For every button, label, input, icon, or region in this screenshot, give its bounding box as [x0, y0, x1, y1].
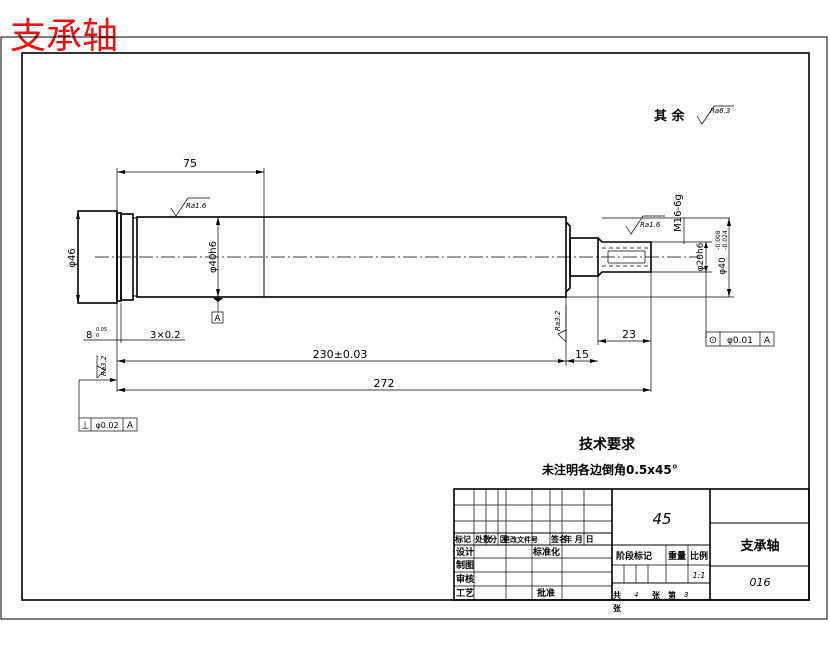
dim-23: 23 — [597, 272, 652, 392]
scale-value: 1:1 — [693, 571, 706, 580]
svg-text:Ra6.3: Ra6.3 — [710, 107, 730, 115]
svg-text:φ0.01: φ0.01 — [727, 336, 753, 346]
svg-text:⊙: ⊙ — [709, 335, 717, 346]
dim-dia-40-tol: φ40 -0.008 -0.024 — [566, 218, 734, 338]
svg-text:0: 0 — [96, 333, 99, 339]
svg-text:272: 272 — [374, 377, 395, 390]
inner-frame — [21, 52, 810, 601]
svg-text:其 余: 其 余 — [654, 108, 686, 124]
dim-groove: 8 0.05 0 3×0.2 — [83, 303, 185, 343]
roughness-right: Ra1.6 — [625, 215, 665, 235]
roughness-left: Ra1.6 — [170, 197, 210, 217]
svg-text:A: A — [127, 421, 134, 431]
svg-text:0.05: 0.05 — [96, 327, 107, 333]
svg-text:设计: 设计 — [456, 546, 474, 558]
dim-dia-40h6: φ40h6 — [208, 217, 223, 312]
svg-text:3×0.2: 3×0.2 — [150, 330, 181, 341]
svg-text:更改文件号: 更改文件号 — [503, 535, 538, 544]
roughness-shoulder: Ra3.2 — [554, 305, 567, 343]
drawing-number: 016 — [750, 576, 771, 589]
svg-text:签名: 签名 — [550, 534, 567, 544]
title-block: 标记 处数 分 区 更改文件号 签名 年 月 日 设计 制图 审核 工艺 标准化… — [453, 488, 810, 613]
svg-text:标准化: 标准化 — [532, 546, 560, 558]
svg-text:230±0.03: 230±0.03 — [313, 348, 368, 361]
svg-text:制图: 制图 — [456, 559, 474, 571]
svg-text:⊥: ⊥ — [81, 421, 90, 432]
svg-text:15: 15 — [575, 348, 589, 361]
svg-text:φ40: φ40 — [718, 257, 728, 275]
svg-text:分 区: 分 区 — [489, 534, 508, 544]
svg-text:23: 23 — [622, 328, 636, 341]
svg-text:-0.024: -0.024 — [722, 230, 729, 250]
svg-text:标记: 标记 — [454, 534, 471, 544]
svg-text:审核: 审核 — [456, 573, 474, 585]
svg-text:共: 共 — [613, 590, 621, 600]
svg-text:比例: 比例 — [690, 550, 708, 562]
svg-text:4: 4 — [634, 591, 638, 599]
svg-text:A: A — [214, 314, 221, 324]
svg-text:张: 张 — [613, 604, 622, 613]
outer-frame — [0, 36, 828, 620]
svg-text:M16-6g: M16-6g — [673, 194, 684, 232]
dim-272: 272 — [117, 377, 651, 392]
part-name: 支承轴 — [739, 538, 779, 554]
dim-230: 230±0.03 15 — [116, 297, 598, 392]
svg-text:φ20h6: φ20h6 — [696, 242, 706, 271]
svg-text:工艺: 工艺 — [456, 587, 474, 599]
svg-text:φ40h6: φ40h6 — [208, 241, 219, 273]
tech-req-title: 技术要求 — [579, 436, 636, 453]
dim-dia-20h6: φ20h6 — [651, 241, 712, 273]
svg-text:张: 张 — [652, 591, 661, 600]
svg-text:8: 8 — [86, 330, 92, 341]
dim-thread-m16: M16-6g — [602, 194, 730, 244]
svg-text:第: 第 — [668, 590, 676, 600]
gdt-runout-frame: ⊙ φ0.01 A — [705, 331, 775, 347]
tech-req-note: 未注明各边倒角0.5x45° — [541, 462, 678, 477]
svg-text:3: 3 — [684, 591, 688, 599]
svg-text:-0.008: -0.008 — [715, 230, 722, 250]
datum-a-box: A — [211, 311, 224, 324]
gdt-perp-frame: ⊥ φ0.02 A — [78, 378, 138, 432]
material: 45 — [652, 510, 671, 528]
roughness-chamfer: Ra3.2 — [96, 355, 108, 379]
svg-text:A: A — [764, 336, 771, 346]
svg-text:年 月 日: 年 月 日 — [564, 534, 594, 544]
dim-dia-46: φ46 — [67, 211, 80, 303]
svg-text:重量: 重量 — [668, 550, 686, 562]
svg-text:阶段标记: 阶段标记 — [616, 550, 652, 562]
svg-text:Ra3.2: Ra3.2 — [100, 355, 108, 376]
svg-text:批准: 批准 — [537, 587, 555, 599]
svg-text:Ra1.6: Ra1.6 — [186, 202, 207, 210]
dim-75: 75 — [116, 157, 265, 217]
svg-text:Ra3.2: Ra3.2 — [554, 310, 562, 331]
svg-text:φ0.02: φ0.02 — [95, 421, 118, 430]
svg-text:Ra1.6: Ra1.6 — [640, 221, 661, 229]
svg-text:φ46: φ46 — [67, 248, 78, 267]
svg-text:处数: 处数 — [474, 534, 492, 544]
svg-text:75: 75 — [183, 157, 197, 170]
roughness-remaining: 其 余 Ra6.3 — [654, 105, 734, 125]
